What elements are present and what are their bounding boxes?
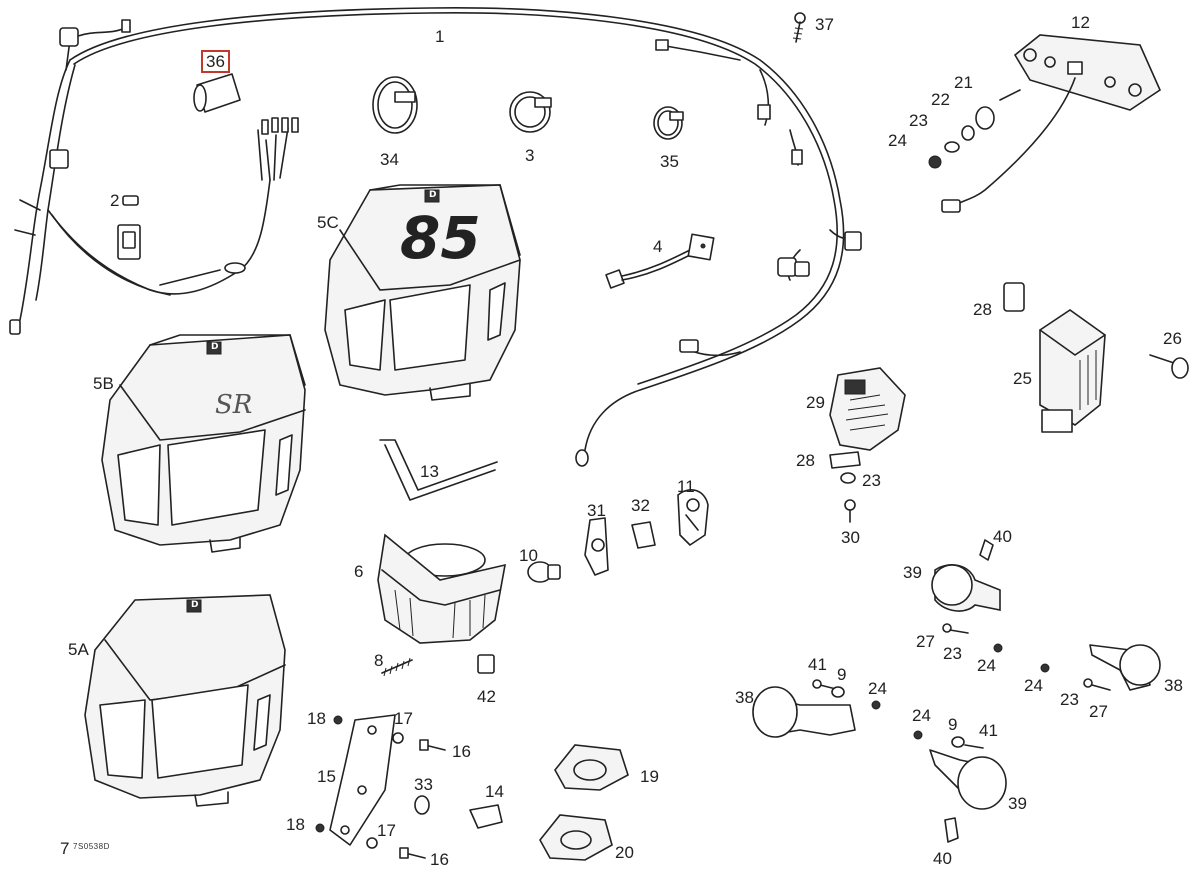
brand-mark-5b: D bbox=[211, 342, 219, 352]
holders-19-20 bbox=[539, 744, 629, 861]
part-label-15: 15 bbox=[317, 767, 336, 786]
part-label-24a: 24 bbox=[888, 131, 907, 150]
part-label-5c: 5C bbox=[317, 213, 339, 232]
part-label-41a: 41 bbox=[808, 655, 827, 674]
brand-mark-5c: D bbox=[429, 190, 437, 200]
part-label-37: 37 bbox=[815, 15, 834, 34]
part-label-13: 13 bbox=[420, 462, 439, 481]
part-label-36-highlighted: 36 bbox=[201, 50, 230, 73]
fasteners-21-24 bbox=[928, 89, 1021, 169]
small-parts-31-32-11 bbox=[584, 489, 709, 576]
part-label-35: 35 bbox=[660, 152, 679, 171]
part-label-9b: 9 bbox=[948, 715, 958, 734]
part-label-40a: 40 bbox=[993, 527, 1012, 546]
part-label-16a: 16 bbox=[452, 742, 471, 761]
part-label-42: 42 bbox=[477, 687, 496, 706]
part-label-27b: 27 bbox=[1089, 702, 1108, 721]
part-label-11: 11 bbox=[677, 477, 695, 496]
part-label-24b: 24 bbox=[868, 679, 887, 698]
part-label-1: 1 bbox=[435, 27, 445, 46]
part-label-24e: 24 bbox=[912, 706, 931, 725]
screw bbox=[792, 12, 806, 43]
part-label-28a: 28 bbox=[973, 300, 992, 319]
part-label-17b: 17 bbox=[377, 821, 396, 840]
part-label-38a: 38 bbox=[735, 688, 754, 707]
part-label-5a: 5A bbox=[68, 640, 89, 659]
part-label-39b: 39 bbox=[1008, 794, 1027, 813]
part-label-22: 22 bbox=[931, 90, 950, 109]
part-label-31: 31 bbox=[587, 501, 606, 520]
part-label-23c: 23 bbox=[943, 644, 962, 663]
fairing-5b: SR bbox=[101, 334, 306, 553]
connector-4 bbox=[605, 233, 715, 289]
part-label-6: 6 bbox=[354, 562, 364, 581]
figure-reference-code: 7S0538D bbox=[73, 842, 110, 851]
part-label-8: 8 bbox=[374, 651, 384, 670]
part-label-34: 34 bbox=[380, 150, 399, 169]
part-label-24d: 24 bbox=[1024, 676, 1043, 695]
part-label-10: 10 bbox=[519, 546, 538, 565]
bracket-13 bbox=[379, 439, 498, 501]
fairing-5a bbox=[84, 594, 286, 807]
part-label-12: 12 bbox=[1071, 13, 1090, 32]
part-label-17a: 17 bbox=[394, 709, 413, 728]
headlight bbox=[377, 533, 507, 644]
part-label-18a: 18 bbox=[307, 709, 326, 728]
cover-29-group bbox=[829, 367, 906, 523]
part-label-9a: 9 bbox=[837, 665, 847, 684]
part-label-20: 20 bbox=[615, 843, 634, 862]
clip-14 bbox=[469, 804, 503, 829]
fairing-5c: 85 bbox=[324, 184, 521, 401]
part-label-5b: 5B bbox=[93, 374, 114, 393]
clamps bbox=[372, 76, 684, 140]
part-label-21: 21 bbox=[954, 73, 973, 92]
part-label-24c: 24 bbox=[977, 656, 996, 675]
part-label-30: 30 bbox=[841, 528, 860, 547]
grommet bbox=[193, 73, 241, 113]
part-label-14: 14 bbox=[485, 782, 504, 801]
part-label-26: 26 bbox=[1163, 329, 1182, 348]
part-label-25: 25 bbox=[1013, 369, 1032, 388]
fuse-holder bbox=[122, 195, 139, 206]
part-label-18b: 18 bbox=[286, 815, 305, 834]
turn-signals bbox=[752, 539, 1161, 843]
part-label-29: 29 bbox=[806, 393, 825, 412]
part-label-7: 7 bbox=[60, 839, 70, 858]
part-label-39a: 39 bbox=[903, 563, 922, 582]
part-label-27a: 27 bbox=[916, 632, 935, 651]
part-label-23a: 23 bbox=[909, 111, 928, 130]
mounting-plate bbox=[315, 714, 446, 859]
part-label-2: 2 bbox=[110, 191, 120, 210]
part-label-23b: 23 bbox=[862, 471, 881, 490]
part-label-19: 19 bbox=[640, 767, 659, 786]
bulb-10 bbox=[527, 561, 561, 583]
part-label-3: 3 bbox=[525, 146, 535, 165]
part-label-4: 4 bbox=[653, 237, 663, 256]
part-label-28b: 28 bbox=[796, 451, 815, 470]
part-label-16b: 16 bbox=[430, 850, 449, 869]
fairing-5b-text: SR bbox=[215, 390, 252, 420]
regulator-group bbox=[1003, 282, 1189, 433]
clip-42 bbox=[477, 654, 495, 674]
part-label-40b: 40 bbox=[933, 849, 952, 868]
part-label-32: 32 bbox=[631, 496, 650, 515]
part-label-23d: 23 bbox=[1060, 690, 1079, 709]
fairing-5c-number: 85 bbox=[400, 204, 481, 272]
part-label-33: 33 bbox=[414, 775, 433, 794]
part-label-38b: 38 bbox=[1164, 676, 1183, 695]
license-light bbox=[941, 34, 1162, 213]
brand-mark-5a: D bbox=[191, 600, 199, 610]
part-label-41b: 41 bbox=[979, 721, 998, 740]
wiring-harness bbox=[9, 7, 862, 467]
